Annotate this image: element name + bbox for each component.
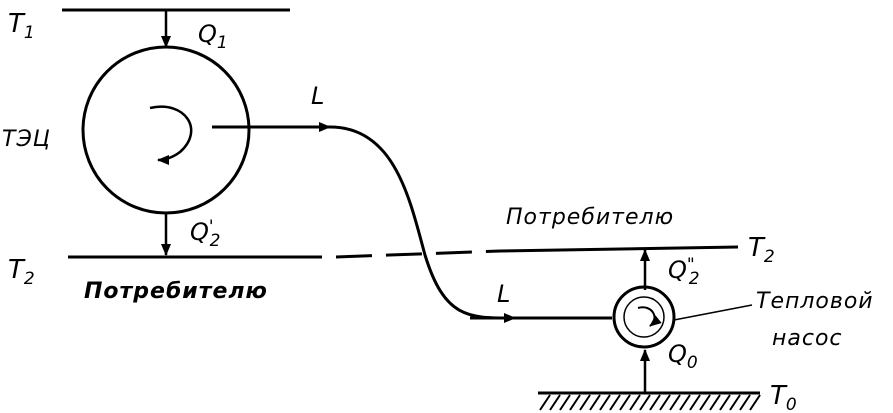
ground-hatch-stroke — [559, 394, 571, 411]
ground-hatch-stroke — [649, 394, 661, 411]
ground-hatch-stroke — [539, 394, 551, 411]
consumer-left-label: Потребителю — [84, 279, 268, 304]
t2-left-label: T2 — [8, 255, 35, 289]
ground-hatch-stroke — [569, 394, 581, 411]
ground-hatch-stroke — [679, 394, 691, 411]
ground-hatch-stroke — [669, 394, 681, 411]
ground-hatch-stroke — [749, 394, 761, 411]
work-transfer-curve — [329, 125, 516, 320]
t2-level-line-right — [499, 245, 739, 253]
t1-label: T1 — [8, 9, 35, 43]
ground-hatch-stroke — [599, 394, 611, 411]
tec-label: ТЭЦ — [2, 127, 51, 152]
ground-hatch-stroke — [729, 394, 741, 411]
q0-label: Q0 — [668, 340, 698, 373]
ground-hatch-stroke — [739, 394, 751, 411]
ground-hatch-stroke — [589, 394, 601, 411]
ground-hatch-stroke — [639, 394, 651, 411]
tec-circle — [81, 45, 251, 215]
ground-hatch-stroke — [659, 394, 671, 411]
ground-hatch-stroke — [629, 394, 641, 411]
ground-hatch-stroke — [619, 394, 631, 411]
ground-hatch-stroke — [689, 394, 701, 411]
ground-hatch-stroke — [709, 394, 721, 411]
ground-hatching — [539, 394, 761, 411]
t2-level-line-dashed — [335, 249, 501, 259]
l-upper-label: L — [311, 82, 324, 110]
t0-label: T0 — [770, 381, 797, 413]
l-lower-label: L — [497, 280, 510, 308]
ground-hatch-stroke — [719, 394, 731, 411]
heat-pump-circle — [612, 285, 676, 349]
ground-hatch-stroke — [609, 394, 621, 411]
tec-rotation-icon — [149, 105, 193, 165]
ground-hatch-stroke — [699, 394, 711, 411]
q1-label: Q1 — [198, 20, 228, 53]
heat-pump-label-line1: Тепловой — [756, 289, 874, 314]
heat-pump-label-line2: насос — [772, 326, 843, 351]
heat-pump-leader-line — [673, 304, 753, 321]
ground-hatch-stroke — [549, 394, 561, 411]
heat-pump-rotation-icon — [637, 306, 662, 327]
t2-right-label: T2 — [748, 233, 775, 267]
consumer-right-label: Потребителю — [506, 205, 674, 230]
q2-double-label: Q"2 — [668, 255, 700, 289]
ground-hatch-stroke — [579, 394, 591, 411]
q2-prime-label: Q'2 — [190, 217, 220, 251]
heat-pump-inner-circle — [623, 296, 665, 338]
